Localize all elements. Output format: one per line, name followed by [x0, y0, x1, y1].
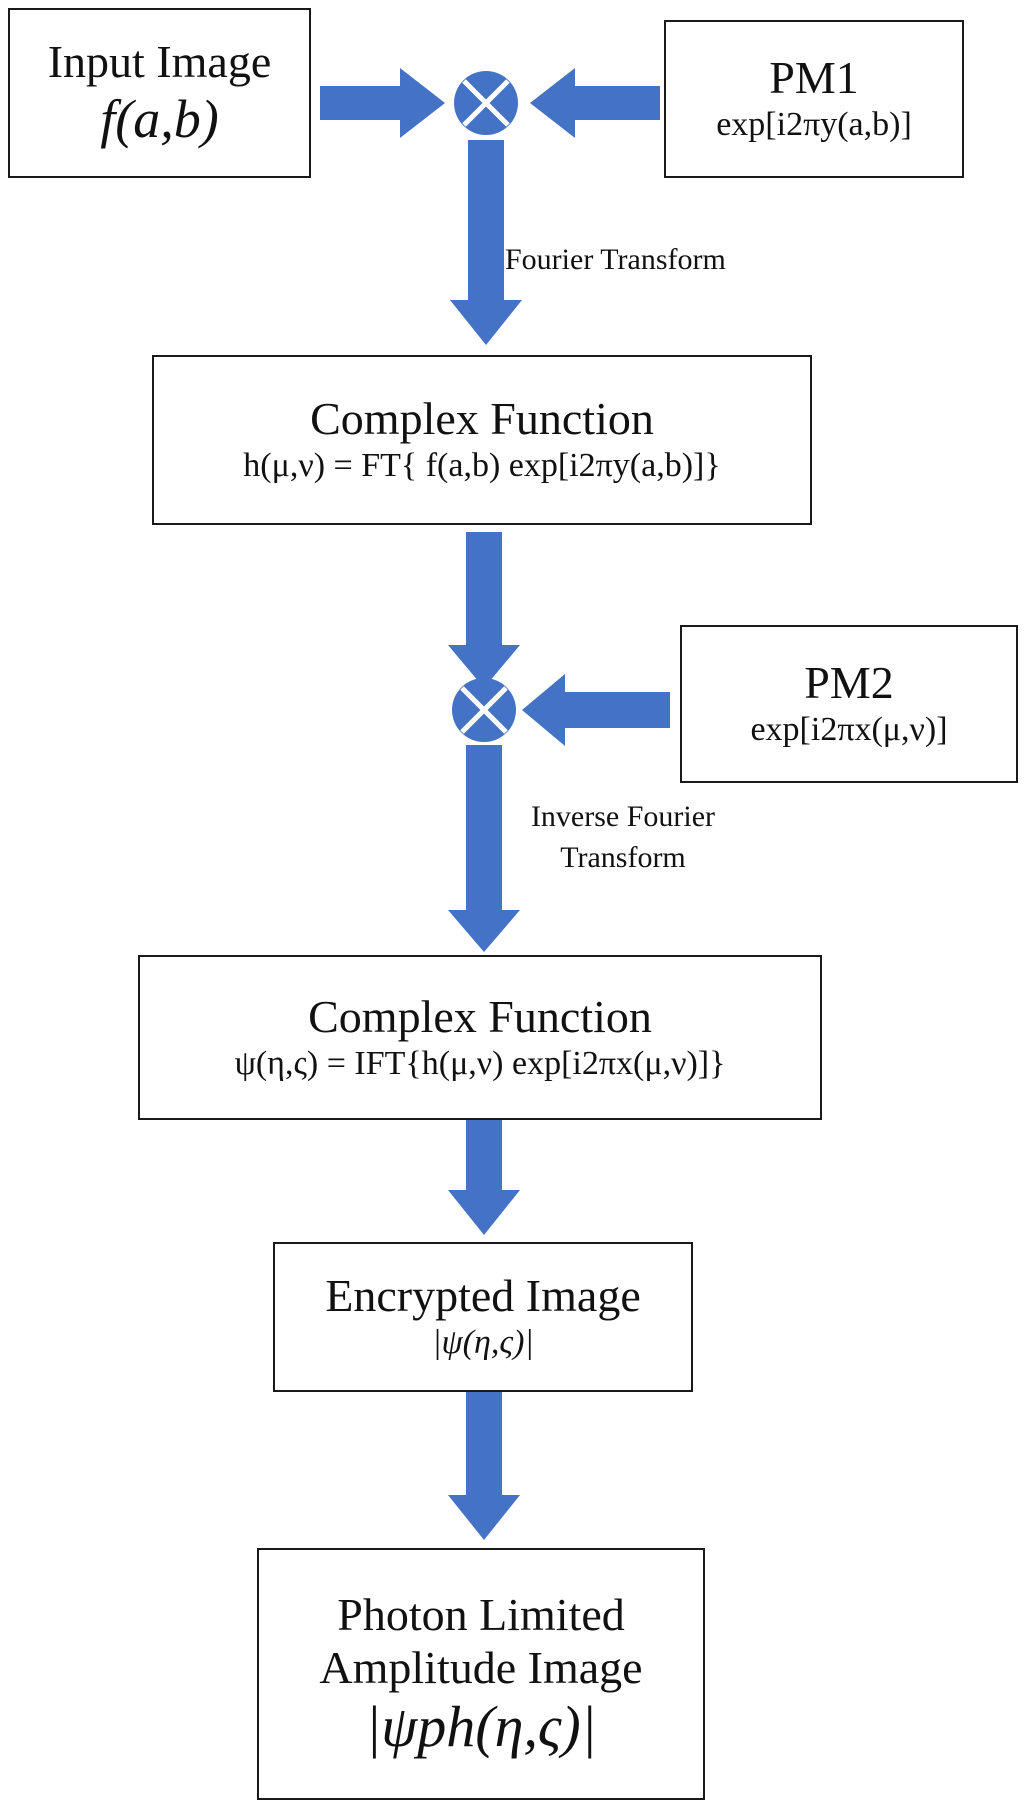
pm2-expr: exp[i2πx(μ,ν)] [750, 711, 948, 749]
pm1-box: PM1 exp[i2πy(a,b)] [664, 20, 964, 178]
pm2-title: PM2 [804, 657, 894, 709]
arrow-multiplier-2-to-complex-function-2 [448, 745, 520, 952]
multiplier-2-icon [452, 678, 516, 742]
pm1-title: PM1 [769, 52, 859, 104]
arrow-encrypted-image-to-photon-limited [448, 1392, 520, 1540]
multiplier-1-icon [454, 71, 518, 135]
inverse-fourier-transform-label: Inverse Fourier Transform [478, 797, 768, 878]
arrow-input-to-multiplier-1 [320, 68, 445, 138]
arrow-multiplier-1-to-complex-function-1 [450, 140, 522, 345]
input-image-expr: f(a,b) [100, 89, 219, 150]
complex-function-2-box: Complex Function ψ(η,ς) = IFT{h(μ,ν) exp… [138, 955, 822, 1120]
inverse-fourier-label-line2: Transform [560, 840, 686, 874]
inverse-fourier-label-line1: Inverse Fourier [530, 800, 716, 833]
photon-limited-amplitude-box: Photon Limited Amplitude Image |ψph(η,ς)… [257, 1548, 705, 1800]
complex-function-1-box: Complex Function h(μ,ν) = FT{ f(a,b) exp… [152, 355, 812, 525]
complex-function-1-title: Complex Function [310, 393, 654, 445]
complex-function-2-expr: ψ(η,ς) = IFT{h(μ,ν) exp[i2πx(μ,ν)]} [234, 1044, 726, 1082]
arrow-pm1-to-multiplier-1 [530, 68, 660, 138]
encrypted-image-box: Encrypted Image |ψ(η,ς)| [273, 1242, 693, 1392]
complex-function-2-title: Complex Function [308, 990, 652, 1042]
arrow-complex-function-2-to-encrypted-image [448, 1120, 520, 1235]
input-image-box: Input Image f(a,b) [8, 8, 311, 178]
input-image-title: Input Image [47, 35, 272, 87]
encrypted-image-title: Encrypted Image [325, 1270, 641, 1322]
photon-limited-title-line2: Amplitude Image [319, 1642, 643, 1694]
photon-limited-title-line1: Photon Limited [337, 1589, 625, 1641]
encrypted-image-expr: |ψ(η,ς)| [432, 1324, 534, 1362]
complex-function-1-expr: h(μ,ν) = FT{ f(a,b) exp[i2πy(a,b)]} [243, 447, 721, 485]
pm1-expr: exp[i2πy(a,b)] [716, 106, 912, 144]
arrow-complex-function-1-to-multiplier-2 [448, 532, 520, 688]
arrow-pm2-to-multiplier-2 [522, 674, 670, 746]
photon-limited-expr: |ψph(η,ς)| [365, 1693, 597, 1759]
pm2-box: PM2 exp[i2πx(μ,ν)] [680, 625, 1018, 783]
fourier-transform-label: Fourier Transform [505, 243, 726, 276]
